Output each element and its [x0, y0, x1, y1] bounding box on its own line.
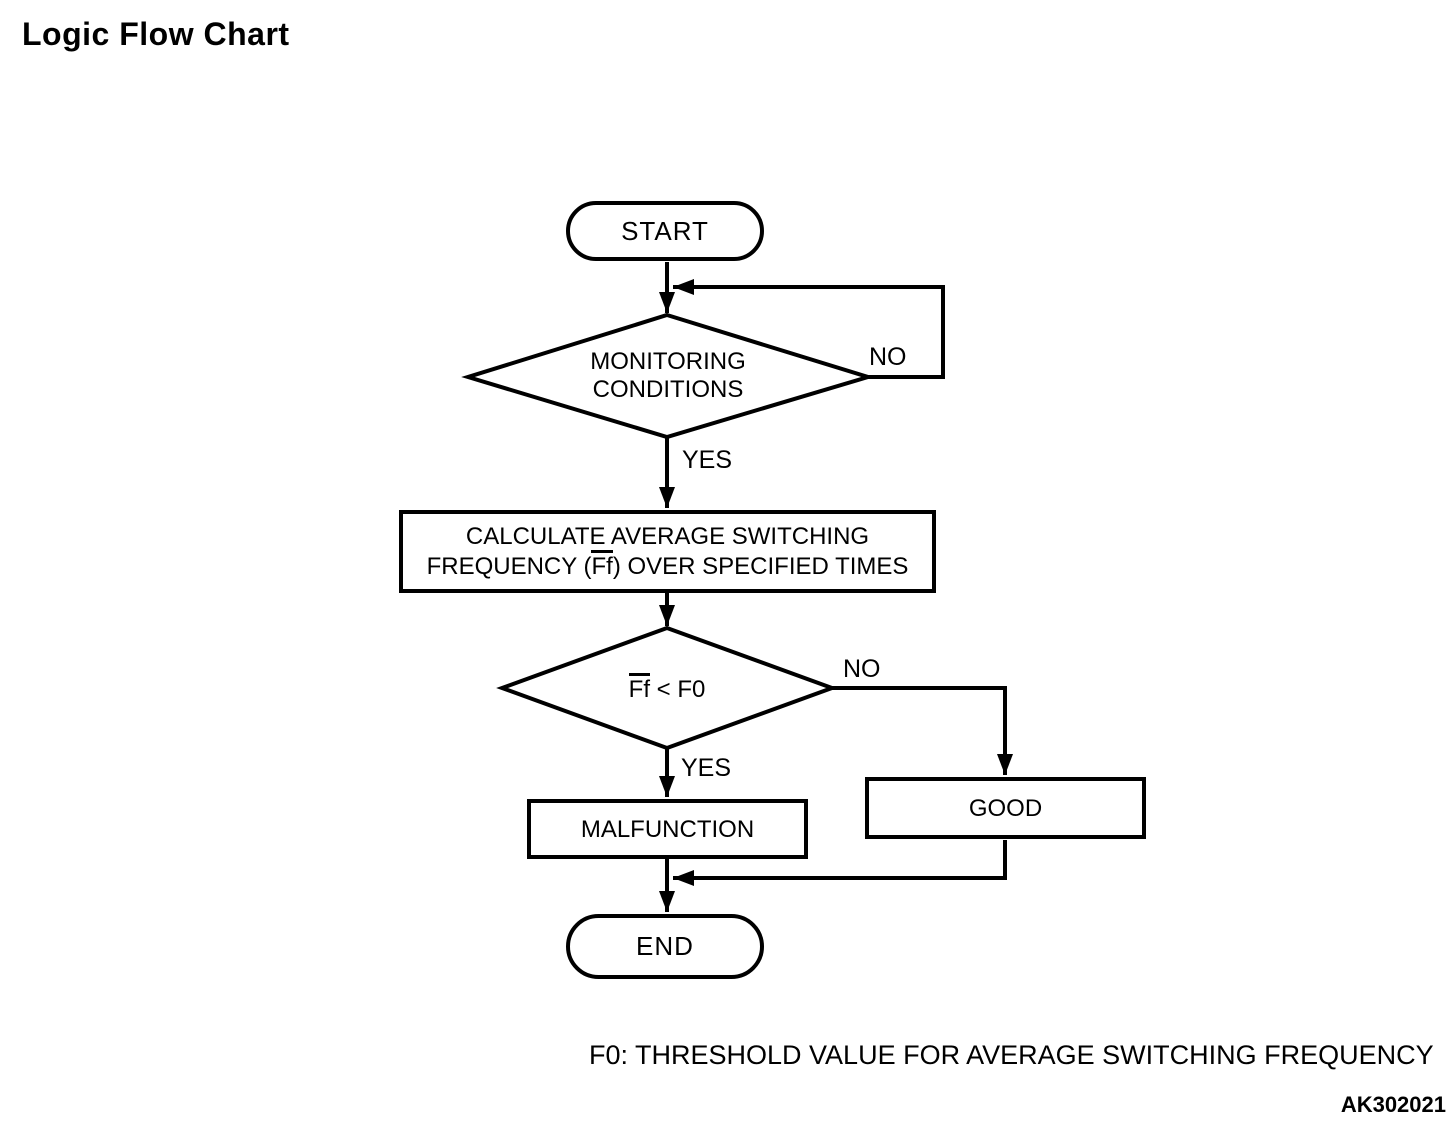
decision-threshold-condition: < F0	[649, 675, 706, 703]
monitoring-yes-label: YES	[682, 446, 733, 474]
process-calculate-node: CALCULATE AVERAGE SWITCHING FREQUENCY (F…	[399, 510, 936, 593]
end-node: END	[566, 914, 764, 979]
malfunction-label: MALFUNCTION	[580, 815, 755, 843]
process-calculate-line2-suffix: ) OVER SPECIFIED TIMES	[612, 553, 909, 580]
decision-threshold-overlined-ff: Ff	[628, 672, 650, 702]
decision-monitoring-line1: MONITORING	[590, 348, 746, 375]
good-label: GOOD	[968, 794, 1043, 822]
monitoring-no-label: NO	[869, 343, 907, 371]
figure-code: AK302021	[1340, 1092, 1446, 1117]
decision-monitoring-label: MONITORING CONDITIONS	[468, 315, 868, 437]
footnote: F0: THRESHOLD VALUE FOR AVERAGE SWITCHIN…	[589, 1040, 1434, 1070]
process-calculate-line2-prefix: FREQUENCY (	[426, 553, 592, 580]
end-label: END	[636, 931, 694, 961]
process-calculate-line2: FREQUENCY (Ff) OVER SPECIFIED TIMES	[426, 550, 909, 580]
process-calculate-overlined-ff: Ff	[591, 550, 613, 579]
edge-threshold-no	[830, 686, 1013, 775]
edge-good-to-join	[673, 840, 1007, 886]
malfunction-node: MALFUNCTION	[527, 799, 808, 859]
threshold-yes-label: YES	[681, 754, 732, 782]
page-title: Logic Flow Chart	[22, 16, 290, 52]
good-node: GOOD	[865, 777, 1146, 839]
decision-threshold-label: Ff < F0	[502, 628, 832, 748]
decision-monitoring-line2: CONDITIONS	[592, 376, 744, 403]
threshold-no-label: NO	[843, 655, 881, 683]
decision-monitoring-shape	[461, 312, 875, 440]
process-calculate-line1: CALCULATE AVERAGE SWITCHING	[465, 523, 870, 550]
start-node: START	[566, 201, 764, 261]
decision-threshold-shape	[496, 625, 838, 751]
edge-monitoring-no-loop	[673, 279, 945, 379]
start-label: START	[621, 215, 709, 246]
